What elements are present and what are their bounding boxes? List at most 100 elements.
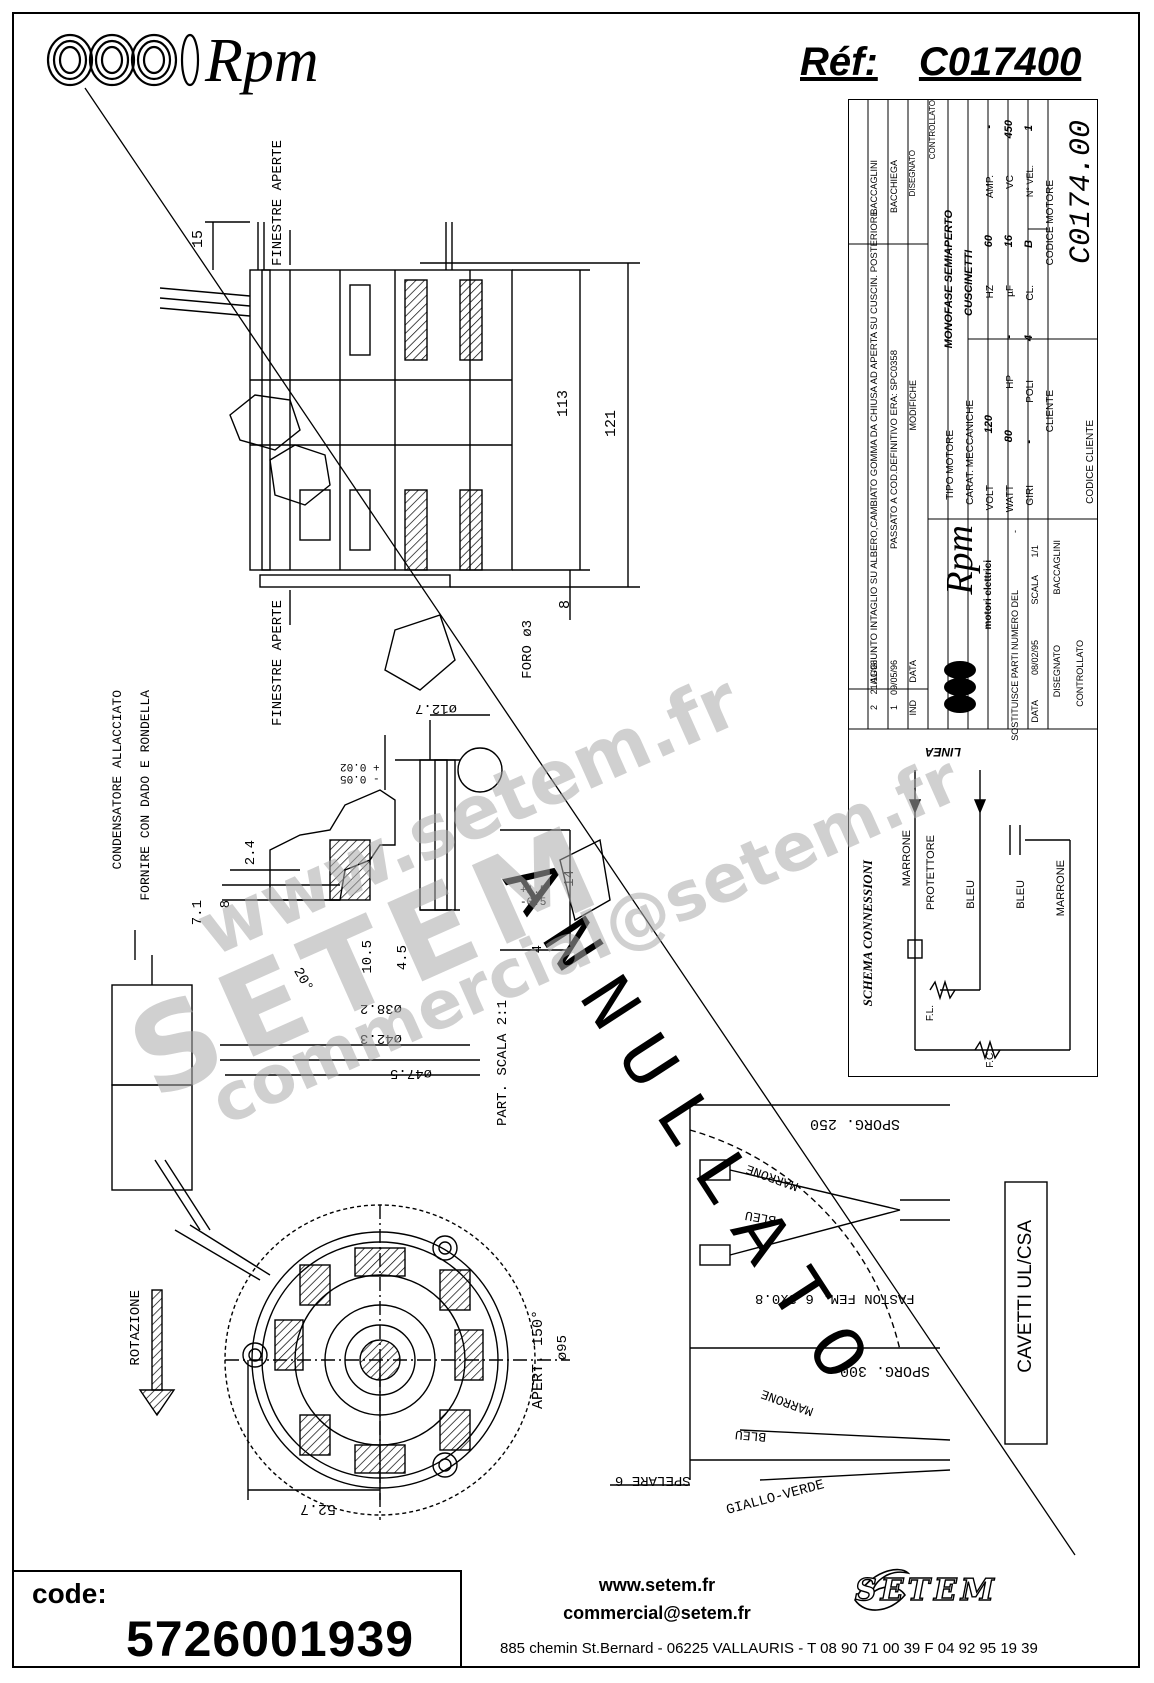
rev-2-ind: 2: [869, 705, 879, 711]
condensatore-line-2: FORNIRE CON DADO E RONDELLA: [138, 690, 153, 901]
reference-block: Réf: C017400: [800, 40, 1081, 85]
sostituisce-value: -: [1010, 530, 1020, 533]
rpm-logo-icon: [46, 33, 200, 87]
spec-amp-value: -: [983, 125, 995, 129]
setem-swoosh-icon: [854, 1568, 910, 1611]
sporg-250: SPORG. 250: [810, 1115, 901, 1132]
cliente-label: CLIENTE: [1045, 390, 1056, 433]
spec-volt-value: 120: [983, 415, 995, 434]
scala-value: 1/1: [1030, 545, 1040, 558]
drawing-frame: [12, 12, 1140, 1668]
dim-47-5: ø47.5: [390, 1065, 433, 1081]
disegnato-value: BACCAGLINI: [1052, 540, 1062, 595]
data-value: 08/02/95: [1030, 640, 1040, 676]
setem-logo: SETEM: [854, 1572, 998, 1608]
spec-nvel-value: 1: [1023, 125, 1035, 132]
schema-title: SCHEMA CONNESSIONI: [860, 860, 875, 1007]
condensatore-line-1: CONDENSATORE ALLACCIATO: [110, 690, 125, 870]
wire-bleu-2: BLEU: [734, 1426, 767, 1445]
ref-label: Réf:: [800, 40, 878, 84]
title-block-grid: [848, 99, 1098, 730]
rev-2-disegnato: BACCAGLINI: [869, 160, 879, 215]
code-value: 5726001939: [126, 1611, 415, 1667]
spec-hz-value: 60: [983, 235, 995, 248]
apert-label: APERT. 150°: [530, 1310, 547, 1410]
cartouche-logo-icon: [944, 661, 976, 713]
spec-amp-label: AMP.: [985, 175, 996, 199]
spec-hp-value: -: [1003, 335, 1015, 339]
dim-121: 121: [603, 410, 620, 438]
tipo-motore-label: TIPO MOTORE: [945, 430, 956, 500]
dim-12-7: ø12.7: [415, 700, 458, 716]
controllato-label: CONTROLLATO: [1075, 640, 1085, 707]
sostituisce-label: SOSTITUISCE PARTI NUMERO DEL: [1010, 590, 1020, 741]
brand-name: Rpm: [205, 27, 319, 95]
rev-1-disegnato: BACCHIEGA: [889, 160, 899, 214]
dim-2-4: 2.4: [243, 840, 259, 866]
spec-poli-value: 4: [1023, 335, 1035, 342]
footer-web[interactable]: www.setem.fr: [598, 1575, 716, 1595]
codice-cliente-label: CODICE CLIENTE: [1085, 420, 1096, 504]
foro-label: FORO ø3: [520, 620, 536, 679]
cartouche-brand: Rpm: [939, 525, 981, 595]
rev-header-disegnato: DISEGNATO: [908, 150, 917, 197]
ref-value: C017400: [918, 40, 1082, 84]
rotazione-label: ROTAZIONE: [128, 1290, 144, 1366]
schema-label-bleu-1: BLEU: [965, 880, 977, 909]
code-label: code:: [32, 1578, 107, 1609]
schema-label-protettore: PROTETTORE: [925, 835, 937, 910]
shaft-tolerance: - 0.05+ 0.02: [340, 760, 380, 784]
tol-14: +1.5-0.5: [520, 885, 547, 909]
data-label: DATA: [1030, 700, 1040, 723]
spec-volt-label: VOLT: [985, 485, 996, 511]
schema-label-bleu-2: BLEU: [1015, 880, 1027, 909]
spec-vc-value: 450: [1003, 120, 1015, 139]
footer-address: 885 chemin St.Bernard - 06225 VALLAURIS …: [500, 1640, 1038, 1657]
schema-label-fl: F.L.: [925, 1005, 936, 1022]
spelare-label: SPELARE 6: [615, 1472, 691, 1488]
finestre-aperte-top: FINESTRE APERTE: [270, 140, 286, 267]
schema-label-fc: F.C.: [985, 1050, 996, 1068]
codice-motore-value: C0174.00: [1065, 120, 1099, 265]
rev-1-ind: 1: [889, 705, 899, 711]
carat-label: CARAT. MECCANICHE: [965, 400, 976, 505]
spec-poli-label: POLI: [1025, 380, 1036, 403]
finestre-aperte-bottom: FINESTRE APERTE: [270, 600, 286, 727]
dim-95: ø95: [555, 1335, 571, 1361]
codice-motore-label: CODICE MOTORE: [1045, 180, 1056, 266]
spec-nvel-label: N° VEL.: [1025, 165, 1035, 198]
rev-1-data: 09/05/96: [889, 660, 899, 696]
rev-1-modifiche: PASSATO A COD.DEFINITIVO ERA: SPC0358: [889, 350, 900, 550]
footer-email[interactable]: commercial@setem.fr: [563, 1603, 751, 1623]
cavetti-label: CAVETTI UL/CSA: [1015, 1220, 1036, 1373]
title-block: [848, 99, 1098, 1077]
spec-hz-label: HZ: [985, 285, 996, 299]
spec-cl-value: B: [1023, 240, 1035, 248]
code-box: code: 5726001939: [14, 1570, 462, 1667]
dim-52-7: 52.7: [300, 1500, 337, 1517]
rev-header-controllato: CONTROLLATO: [928, 100, 937, 160]
cartouche-company-sub: motori elettrici: [983, 560, 994, 630]
carat-value: CUSCINETTI: [963, 250, 975, 316]
spec-giri-label: GIRI: [1025, 485, 1036, 506]
dim-113: 113: [555, 390, 572, 418]
spec-cl-label: CL.: [1025, 285, 1036, 301]
spec-vc-label: VC: [1005, 175, 1016, 189]
rev-header-data: DATA: [908, 660, 918, 683]
rev-2-modifiche: AGGIUNTO INTAGLIO SU ALBERO,CAMBIATO GOM…: [869, 210, 880, 684]
spec-watt-value: 80: [1003, 430, 1015, 443]
spec-hp-label: HP: [1005, 375, 1016, 389]
spec-uf-value: 16: [1003, 235, 1015, 248]
schema-label-marrone-2: MARRONE: [1055, 860, 1067, 917]
rev-header-ind: IND: [908, 700, 918, 716]
scala-label: SCALA: [1030, 575, 1040, 605]
dim-15: 15: [190, 230, 207, 249]
disegnato-label: DISEGNATO: [1052, 645, 1062, 698]
rev-2-data: 21/11/96: [869, 660, 879, 695]
spec-giri-value: -: [1023, 440, 1035, 444]
rev-header-modifiche: MODIFICHE: [908, 380, 918, 431]
spec-watt-label: WATT: [1005, 485, 1016, 513]
spec-uf-label: µF: [1005, 285, 1016, 297]
dim-8-side: 8: [557, 600, 574, 610]
